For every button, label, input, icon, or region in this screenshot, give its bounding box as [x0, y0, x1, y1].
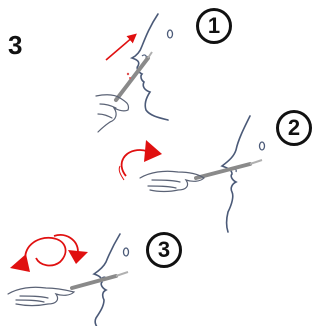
figure-label: 3 — [8, 30, 23, 60]
face-profile-icon — [129, 13, 169, 121]
swab-icon — [194, 162, 252, 180]
face-profile-icon — [220, 115, 251, 233]
hand-icon — [7, 286, 76, 307]
arrow-icon — [105, 33, 137, 61]
step-3-badge: 3 — [146, 232, 182, 268]
step-1-number: 1 — [207, 13, 221, 38]
step-2-number: 2 — [287, 115, 301, 140]
face-profile-icon — [92, 233, 121, 326]
step-2-badge: 2 — [276, 110, 312, 146]
hand-icon — [95, 94, 130, 133]
step-3-number: 3 — [157, 237, 171, 262]
hand-icon — [139, 170, 205, 193]
swab-icon — [70, 274, 118, 290]
step-1-illustration — [95, 13, 174, 133]
step-2-illustration — [118, 115, 266, 233]
step-1-badge: 1 — [196, 8, 232, 44]
swab-icon — [114, 56, 150, 102]
step-3-illustration — [7, 233, 130, 326]
rotation-arrow-icon — [24, 236, 67, 267]
